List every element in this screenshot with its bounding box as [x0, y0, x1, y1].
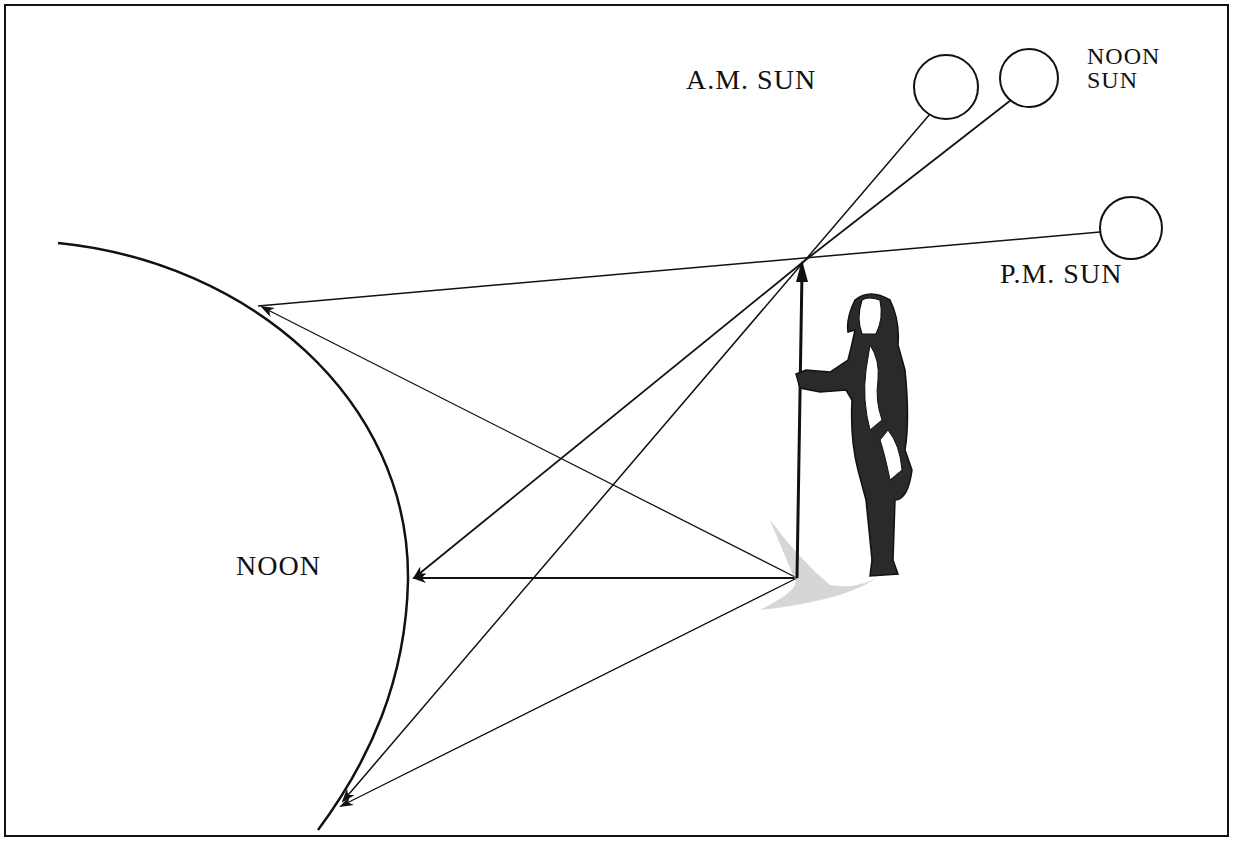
- text-label: NOON SUN: [1087, 44, 1177, 92]
- sun-label: A.M. SUN: [686, 64, 816, 96]
- person-body: [796, 294, 912, 576]
- pm-sun: [1100, 197, 1162, 259]
- ground-shadow: [760, 520, 880, 610]
- noon-shadow: [414, 577, 797, 579]
- text-label: A.M. SUN: [686, 66, 816, 94]
- pm-ray: [258, 232, 1100, 306]
- stick-tip: [796, 260, 808, 282]
- person-figure: [796, 294, 912, 576]
- sun-label: NOON SUN: [1087, 44, 1177, 94]
- person-garment: [865, 345, 882, 430]
- am-ray: [343, 114, 930, 801]
- frame: [5, 5, 1228, 836]
- noon-ray-extension: [414, 262, 803, 578]
- shadow-tip-curve: [58, 243, 408, 830]
- noon-sun: [1000, 49, 1058, 107]
- person-garment-hem: [880, 430, 902, 480]
- text-label: NOON: [236, 552, 321, 580]
- text-label: P.M. SUN: [1000, 260, 1122, 288]
- pm-shadow: [262, 307, 797, 578]
- noon-ray: [803, 100, 1011, 262]
- am-shadow: [341, 578, 797, 806]
- sun-label: P.M. SUN: [1000, 258, 1122, 290]
- am-sun: [914, 55, 978, 119]
- person-face: [859, 298, 881, 334]
- sun-label: NOON: [236, 550, 321, 582]
- stick: [797, 272, 802, 578]
